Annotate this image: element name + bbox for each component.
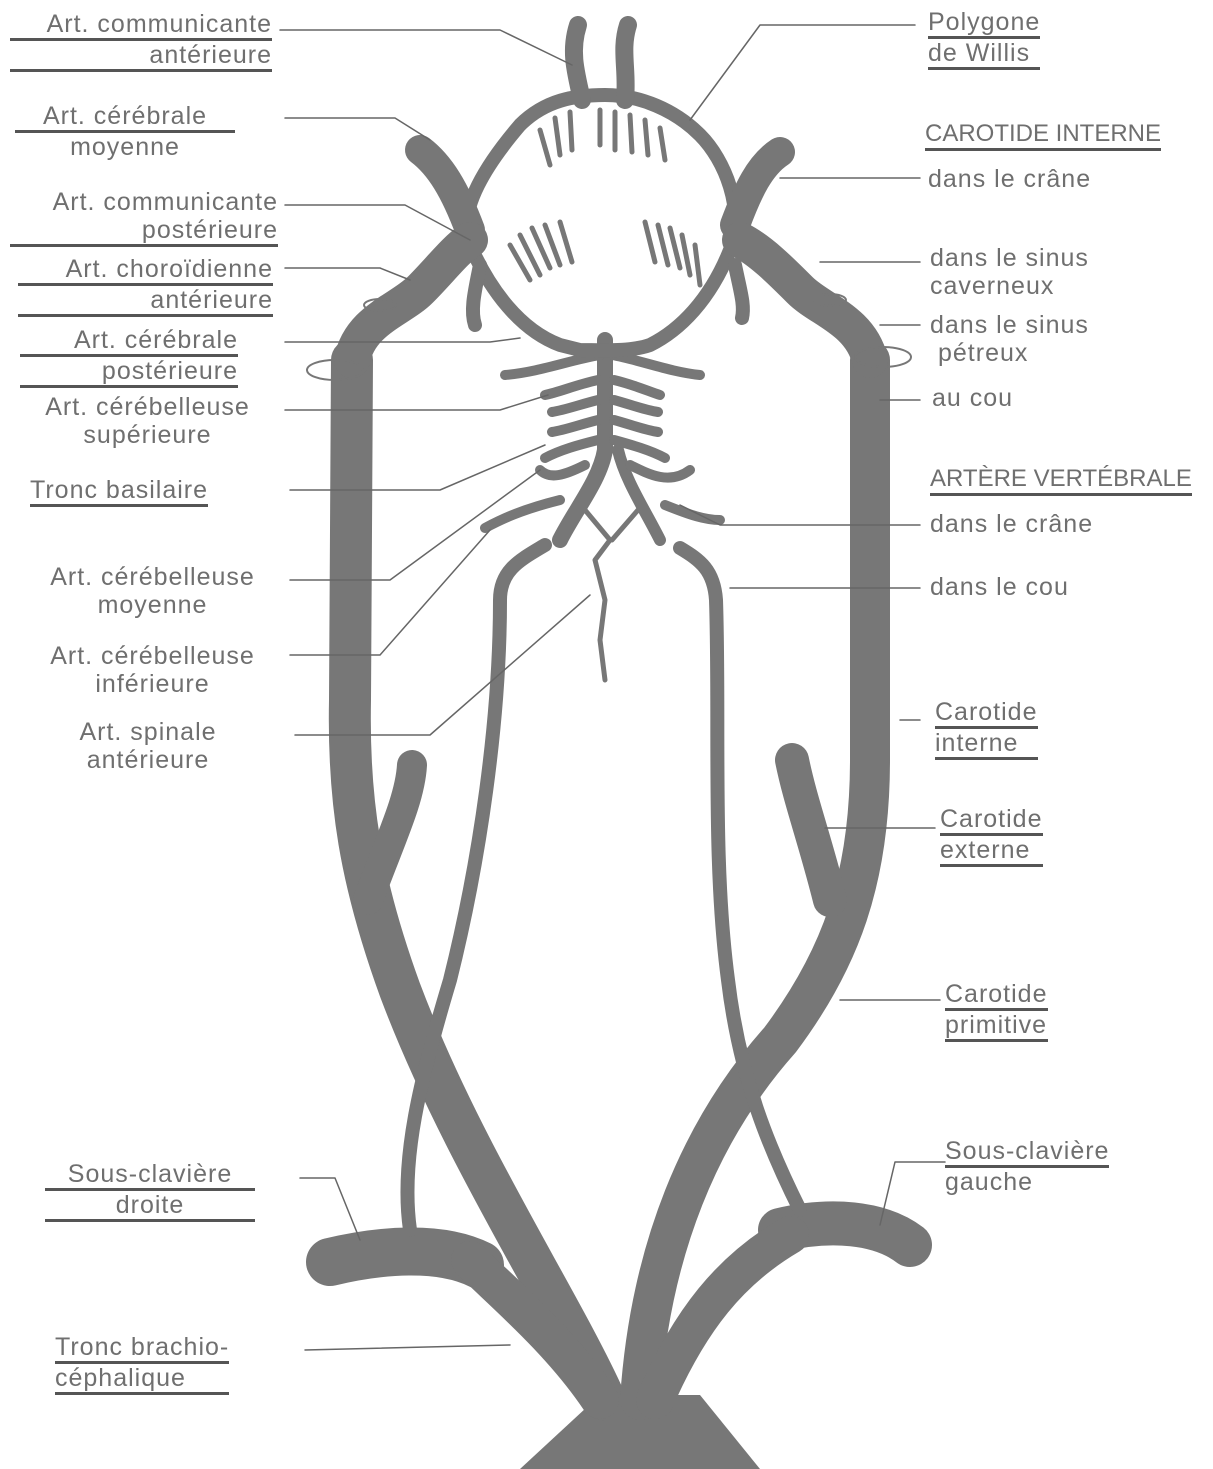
label-au-cou: au cou [932,384,1013,412]
label-art-cerebrale-posterieure: Art. cérébrale postérieure [20,326,238,388]
label-dans-le-sinus-caverneux: dans le sinus caverneux [930,244,1089,300]
label-carotide-interne: Carotide interne [935,698,1038,760]
left-external-carotid [792,760,830,900]
label-tronc-basilaire: Tronc basilaire [30,476,208,507]
label-dans-le-sinus-petreux: dans le sinus pétreux [930,311,1089,367]
label-art-communicante-posterieure: Art. communicante postérieure [10,188,278,247]
label-vert-dans-le-cou: dans le cou [930,573,1069,601]
label-vert-dans-le-crane: dans le crâne [930,510,1093,538]
label-art-cerebelleuse-superieure: Art. cérébelleuse supérieure [20,393,275,449]
left-anterior-cerebral [624,25,628,100]
label-tronc-brachio-cephalique: Tronc brachio- céphalique [55,1333,229,1395]
cerebellar-branches [485,355,720,528]
label-dans-le-crane: dans le crâne [928,165,1091,193]
label-art-cerebrale-moyenne: Art. cérébrale moyenne [15,102,235,161]
right-posterior-communicating [473,265,480,325]
label-polygone-de-willis: Polygone de Willis [928,8,1040,70]
label-sous-claviere-gauche: Sous-clavière gauche [945,1137,1109,1196]
left-internal-carotid-siphon [740,240,870,360]
label-art-cerebelleuse-moyenne: Art. cérébelleuse moyenne [20,563,285,619]
label-artere-vertebrale-heading: ARTÈRE VERTÉBRALE [930,465,1192,496]
label-carotide-interne-heading: CAROTIDE INTERNE [925,120,1161,151]
left-middle-cerebral [735,152,780,225]
label-carotide-primitive: Carotide primitive [945,980,1048,1042]
anterior-spinal-artery-right [612,510,638,540]
label-art-cerebelleuse-inferieure: Art. cérébelleuse inférieure [20,642,285,698]
left-posterior-communicating [735,265,743,318]
label-art-spinale-anterieure: Art. spinale antérieure [28,718,268,774]
label-carotide-externe: Carotide externe [940,805,1043,867]
right-middle-cerebral [420,150,470,230]
label-art-communicante-anterieure: Art. communicante antérieure [10,10,272,72]
anterior-spinal-artery [585,510,610,680]
right-anterior-cerebral [574,25,582,100]
label-art-choroidienne-anterieure: Art. choroïdienne antérieure [18,255,273,317]
label-sous-claviere-droite: Sous-clavière droite [45,1160,255,1222]
perforating-branches [510,110,700,285]
